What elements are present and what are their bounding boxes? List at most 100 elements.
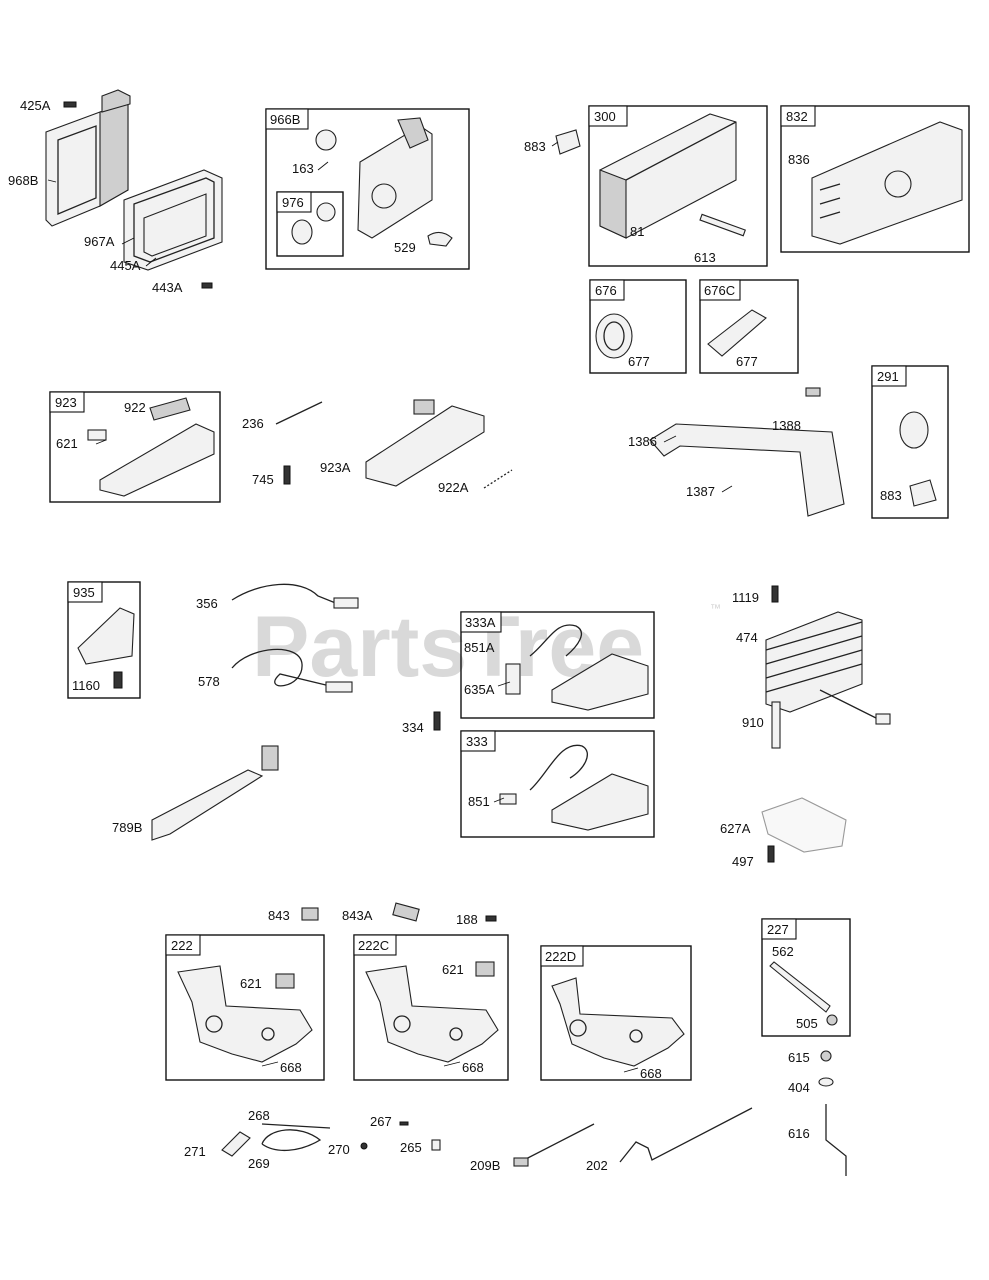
label-268: 268: [248, 1108, 270, 1123]
screw-1119-icon: [771, 585, 779, 603]
label-851: 851: [468, 794, 490, 809]
group-227-tag: 227: [767, 922, 789, 937]
label-425A: 425A: [20, 98, 51, 113]
label-627A: 627A: [720, 821, 751, 836]
link-616-drawing: [825, 1104, 847, 1176]
group-923-tag: 923: [55, 395, 77, 410]
clip-843A-icon: [392, 902, 420, 922]
label-529: 529: [394, 240, 416, 255]
label-445A: 445A: [110, 258, 141, 273]
group-333A-tag: 333A: [465, 615, 496, 630]
label-505: 505: [796, 1016, 818, 1031]
group-222C-box: [353, 934, 509, 1081]
label-621-c: 621: [442, 962, 464, 977]
label-613: 613: [694, 250, 716, 265]
ground-wire-578-drawing: [231, 648, 353, 693]
label-745: 745: [252, 472, 274, 487]
group-291-box: [871, 365, 949, 519]
screw-497-icon: [767, 845, 775, 863]
group-966B-tag: 966B: [270, 112, 300, 127]
label-202: 202: [586, 1158, 608, 1173]
label-616: 616: [788, 1126, 810, 1141]
wire-harness-789B-drawing: [151, 745, 279, 841]
label-1387: 1387: [686, 484, 715, 499]
label-267: 267: [370, 1114, 392, 1129]
cylinder-head-474-drawing: [765, 611, 891, 725]
clip-265-icon: [431, 1139, 441, 1151]
bracket-935-drawing: [77, 607, 135, 689]
label-236: 236: [242, 416, 264, 431]
group-333-tag: 333: [466, 734, 488, 749]
group-300-box: [588, 105, 768, 267]
label-474: 474: [736, 630, 758, 645]
group-291-tag: 291: [877, 369, 899, 384]
spring-268-drawing: [261, 1123, 331, 1152]
label-163: 163: [292, 161, 314, 176]
label-270: 270: [328, 1142, 350, 1157]
label-883-b: 883: [880, 488, 902, 503]
group-676C-tag: 676C: [704, 283, 735, 298]
group-222-tag: 222: [171, 938, 193, 953]
label-789B: 789B: [112, 820, 142, 835]
ignition-coil-333A-drawing: [505, 624, 649, 711]
screw-188-icon: [485, 915, 497, 922]
label-562: 562: [772, 944, 794, 959]
group-923-box: [49, 391, 221, 503]
label-621-b: 621: [240, 976, 262, 991]
group-333A-box: [460, 611, 655, 719]
air-cleaner-cover-drawing: [45, 89, 131, 227]
label-635A: 635A: [464, 682, 495, 697]
label-1119: 1119: [732, 590, 759, 605]
governor-control-923-drawing: [87, 397, 215, 497]
label-668-b: 668: [462, 1060, 484, 1075]
group-676-box: [589, 279, 687, 374]
group-935-tag: 935: [73, 585, 95, 600]
ground-wire-356-drawing: [231, 583, 359, 609]
deflector-676C-drawing: [707, 309, 767, 357]
group-935-box: [67, 581, 141, 699]
label-843A: 843A: [342, 908, 373, 923]
label-968B: 968B: [8, 173, 38, 188]
muffler-drawing: [599, 113, 746, 239]
gasket-883-drawing: [555, 129, 581, 155]
link-236-drawing: [275, 401, 323, 425]
label-836: 836: [788, 152, 810, 167]
leader-lines: [47, 141, 733, 1073]
label-910: 910: [742, 715, 764, 730]
screw-334-icon: [433, 711, 441, 731]
governor-bracket-222-drawing: [177, 965, 313, 1063]
label-265: 265: [400, 1140, 422, 1155]
label-497: 497: [732, 854, 754, 869]
guard-627A-drawing: [761, 797, 847, 853]
label-356: 356: [196, 596, 218, 611]
washer-404-icon: [818, 1077, 834, 1087]
pin-267-icon: [399, 1121, 409, 1126]
group-676C-box: [699, 279, 799, 374]
deflector-676-drawing: [595, 313, 633, 359]
group-300-tag: 300: [594, 109, 616, 124]
group-333-box: [460, 730, 655, 838]
screw-425A-icon: [63, 101, 77, 108]
air-filter-drawing: [123, 169, 223, 271]
ignition-coil-333-drawing: [499, 744, 649, 831]
label-677-b: 677: [736, 354, 758, 369]
label-1386: 1386: [628, 434, 657, 449]
label-668-a: 668: [280, 1060, 302, 1075]
label-209B: 209B: [470, 1158, 500, 1173]
label-404: 404: [788, 1080, 810, 1095]
label-334: 334: [402, 720, 424, 735]
link-202-drawing: [619, 1107, 753, 1163]
group-676-tag: 676: [595, 283, 617, 298]
label-668-c: 668: [640, 1066, 662, 1081]
carburetor-kit-drawing: [291, 117, 453, 247]
label-615: 615: [788, 1050, 810, 1065]
stud-910-drawing: [771, 701, 781, 749]
brake-291-drawing: [899, 411, 937, 507]
control-bracket-923A-drawing: [365, 399, 485, 487]
control-bracket-1386-drawing: [649, 387, 845, 517]
label-851A: 851A: [464, 640, 495, 655]
label-621-a: 621: [56, 436, 78, 451]
label-922A: 922A: [438, 480, 469, 495]
screw-443A-icon: [201, 282, 213, 289]
